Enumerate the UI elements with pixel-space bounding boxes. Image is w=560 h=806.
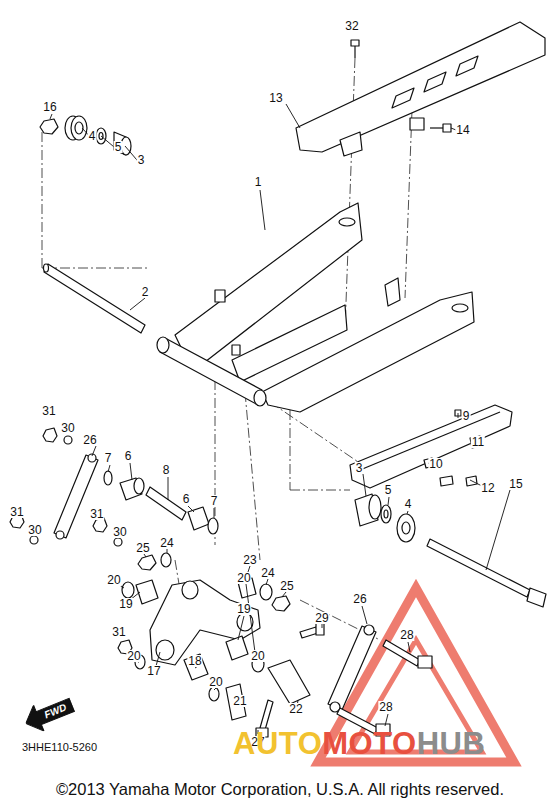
callout-number: 5	[114, 141, 123, 153]
callout-number: 24	[260, 567, 275, 579]
watermark-triangle	[318, 588, 514, 762]
callout-number: 10	[428, 458, 443, 470]
callout-number: 22	[288, 703, 303, 715]
callout-number: 6	[182, 493, 191, 505]
callout-number: 15	[508, 478, 523, 490]
callout-number: 19	[236, 603, 251, 615]
callout-number: 20	[236, 572, 251, 584]
callout-number: 2	[141, 286, 150, 298]
callout-number: 21	[232, 695, 247, 707]
diagram-code: 3HHE110-5260	[22, 742, 97, 753]
callout-number: 4	[404, 498, 413, 510]
callout-number: 7	[210, 495, 219, 507]
watermark-text: MOTO	[322, 728, 416, 759]
callout-number: 30	[60, 422, 75, 434]
callout-number: 23	[242, 554, 257, 566]
callout-number: 31	[9, 506, 24, 518]
callout-number: 7	[104, 452, 113, 464]
callout-number: 20	[250, 650, 265, 662]
callout-number: 25	[135, 542, 150, 554]
watermark-text: AUTO	[233, 728, 322, 759]
callout-number: 28	[399, 629, 414, 641]
callout-number: 28	[378, 701, 393, 713]
callout-number: 9	[462, 410, 471, 422]
callout-number: 18	[187, 655, 202, 667]
callout-number: 3	[137, 154, 146, 166]
callout-number: 26	[82, 434, 97, 446]
callout-number: 6	[124, 450, 133, 462]
callout-number: 30	[27, 524, 42, 536]
callout-number: 16	[42, 101, 57, 113]
callout-number: 20	[208, 676, 223, 688]
callout-number: 26	[352, 593, 367, 605]
callout-number: 32	[344, 20, 359, 32]
callout-number: 1	[254, 176, 263, 188]
leader-lines	[50, 104, 510, 734]
callout-number: 17	[146, 665, 161, 677]
arrow-shape	[21, 692, 78, 737]
callout-number: 4	[88, 130, 97, 142]
direction-arrow: FWD	[21, 692, 78, 737]
watermark-text: HUB	[417, 728, 486, 759]
callout-number: 14	[455, 124, 470, 136]
callout-number: 29	[314, 612, 329, 624]
callout-number: 31	[111, 626, 126, 638]
callout-number: 12	[480, 482, 495, 494]
callout-number: 20	[106, 574, 121, 586]
callout-number: 3	[355, 462, 364, 474]
callout-number: 30	[112, 526, 127, 538]
callout-number: 8	[162, 464, 171, 476]
callout-number: 20	[126, 650, 141, 662]
callout-number: 5	[384, 484, 393, 496]
part-outlines	[10, 22, 546, 737]
callout-number: 31	[41, 405, 56, 417]
callout-number: 11	[471, 436, 485, 448]
callout-number: 25	[279, 580, 294, 592]
copyright-note: ©2013 Yamaha Motor Corporation, U.S.A. A…	[56, 781, 504, 798]
callout-number: 24	[159, 537, 174, 549]
callout-number: 19	[118, 598, 133, 610]
callout-number: 31	[89, 508, 104, 520]
callout-number: 13	[268, 92, 283, 104]
